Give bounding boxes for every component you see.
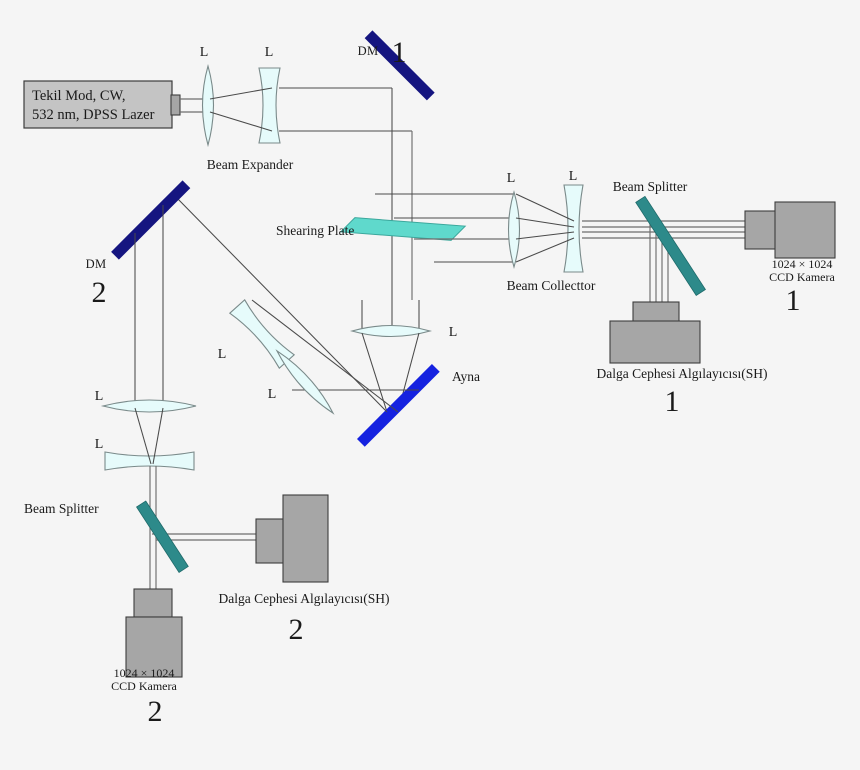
ccd-camera-1-index: 1	[786, 284, 801, 317]
mid-lens-cluster-group: L L	[218, 298, 335, 415]
shearing-plate-label: Shearing Plate	[276, 223, 354, 238]
mid-lens-convex-label: L	[268, 387, 277, 402]
ccd-camera-1-body	[774, 201, 836, 259]
beam-splitter2-to-wavefront-sensor2	[152, 533, 258, 541]
ayna-mirror-group: Ayna	[356, 363, 480, 447]
lens-expander-convex-label: L	[200, 45, 209, 60]
beam-splitter-1	[635, 195, 706, 297]
ccd-camera-2-group: 1024 × 1024 CCD Kamera 2	[111, 588, 183, 728]
wavefront-sensor-1-aperture	[632, 301, 680, 323]
mid-lens-concave-label: L	[218, 347, 227, 362]
wavefront-sensor-1-body	[609, 320, 701, 364]
ccd-camera-1-lens-mount	[744, 210, 777, 250]
laser-source-group: Tekil Mod, CW, 532 nm, DPSS Lazer	[23, 80, 181, 129]
beam-vertical-to-relay-lens	[361, 300, 420, 331]
dichroic-mirror-2-group: DM 2	[86, 180, 191, 309]
ayna-mirror-label: Ayna	[452, 369, 480, 384]
dichroic-mirror-2-index: 2	[92, 276, 107, 309]
beam-expander-to-dm1	[279, 87, 412, 132]
mid-lens-convex	[275, 349, 335, 415]
ccd-camera-2-index: 2	[148, 695, 163, 728]
ccd-camera-1-group: 1024 × 1024 CCD Kamera 1	[744, 201, 836, 317]
beam-splitter-2-label: Beam Splitter	[24, 501, 99, 516]
lens-collector-concave	[563, 184, 584, 273]
ccd-camera-1-resolution: 1024 × 1024	[772, 257, 833, 271]
laser-label-line-1: Tekil Mod, CW,	[32, 88, 126, 104]
dichroic-mirror-2	[111, 180, 191, 260]
dichroic-mirror-1-group: DM 1	[358, 30, 435, 101]
beam-dm2-downward	[134, 205, 164, 404]
beam-splitter-2-group: Beam Splitter	[24, 500, 189, 573]
wavefront-sensor-2-aperture	[255, 518, 285, 564]
ccd-camera-2-name: CCD Kamera	[111, 679, 177, 693]
dichroic-mirror-1	[364, 30, 435, 101]
left-lens-convex-label: L	[95, 389, 104, 404]
wavefront-sensor-1-name: Dalga Cephesi Algılayıcısı(SH)	[597, 366, 768, 381]
ayna-mirror	[356, 363, 440, 447]
dichroic-mirror-1-label: DM	[358, 44, 379, 58]
lens-expander-concave-label: L	[265, 45, 274, 60]
left-lens-concave	[104, 451, 195, 471]
beam-collector-group: L L Beam Collecttor	[507, 169, 596, 293]
laser-label-line-2: 532 nm, DPSS Lazer	[32, 107, 155, 123]
left-lens-convex	[100, 399, 197, 413]
wavefront-sensor-1-group: Dalga Cephesi Algılayıcısı(SH) 1	[597, 301, 768, 418]
ccd-camera-2-resolution: 1024 × 1024	[114, 666, 175, 680]
beam-splitter-1-label: Beam Splitter	[613, 179, 688, 194]
wavefront-sensor-2-group: Dalga Cephesi Algılayıcısı(SH) 2	[219, 494, 390, 646]
wavefront-sensor-2-index: 2	[289, 613, 304, 646]
wavefront-sensor-2-name: Dalga Cephesi Algılayıcısı(SH)	[219, 591, 390, 606]
beam-dm1-to-shearing-plate	[391, 88, 413, 325]
beam-expander-group: L L Beam Expander	[200, 45, 294, 172]
laser-source-box	[23, 80, 173, 129]
ccd-camera-1-name: CCD Kamera	[769, 270, 835, 284]
beam-collector-caption: Beam Collecttor	[507, 278, 596, 293]
lens-collector-convex	[508, 190, 520, 269]
beam-shearing-to-collector	[375, 193, 514, 263]
ccd-camera-2-body	[125, 616, 183, 678]
beam-splitter-2	[136, 500, 189, 573]
lens-expander-concave	[258, 67, 281, 144]
left-lens-pair-group: L L	[95, 389, 197, 471]
lens-collector-convex-label: L	[507, 171, 516, 186]
beam-expander-caption: Beam Expander	[207, 157, 294, 172]
wavefront-sensor-1-index: 1	[665, 385, 680, 418]
beam-ayna-to-dm2	[174, 195, 399, 413]
shearing-plate	[339, 217, 467, 241]
laser-output-port	[170, 94, 181, 116]
beam-splitter-1-group: Beam Splitter	[613, 179, 706, 297]
shearing-plate-group: Shearing Plate	[276, 217, 467, 241]
relay-lens-top	[349, 325, 433, 337]
left-lens-concave-label: L	[95, 437, 104, 452]
lens-collector-concave-label: L	[569, 169, 578, 184]
relay-lens-top-label: L	[449, 325, 458, 340]
lens-expander-convex	[201, 63, 215, 148]
dichroic-mirror-2-label: DM	[86, 257, 107, 271]
ccd-camera-2-lens-mount	[133, 588, 173, 618]
dichroic-mirror-1-index: 1	[392, 36, 407, 69]
relay-lens-top-group: L	[349, 325, 458, 340]
wavefront-sensor-2-body	[282, 494, 329, 583]
